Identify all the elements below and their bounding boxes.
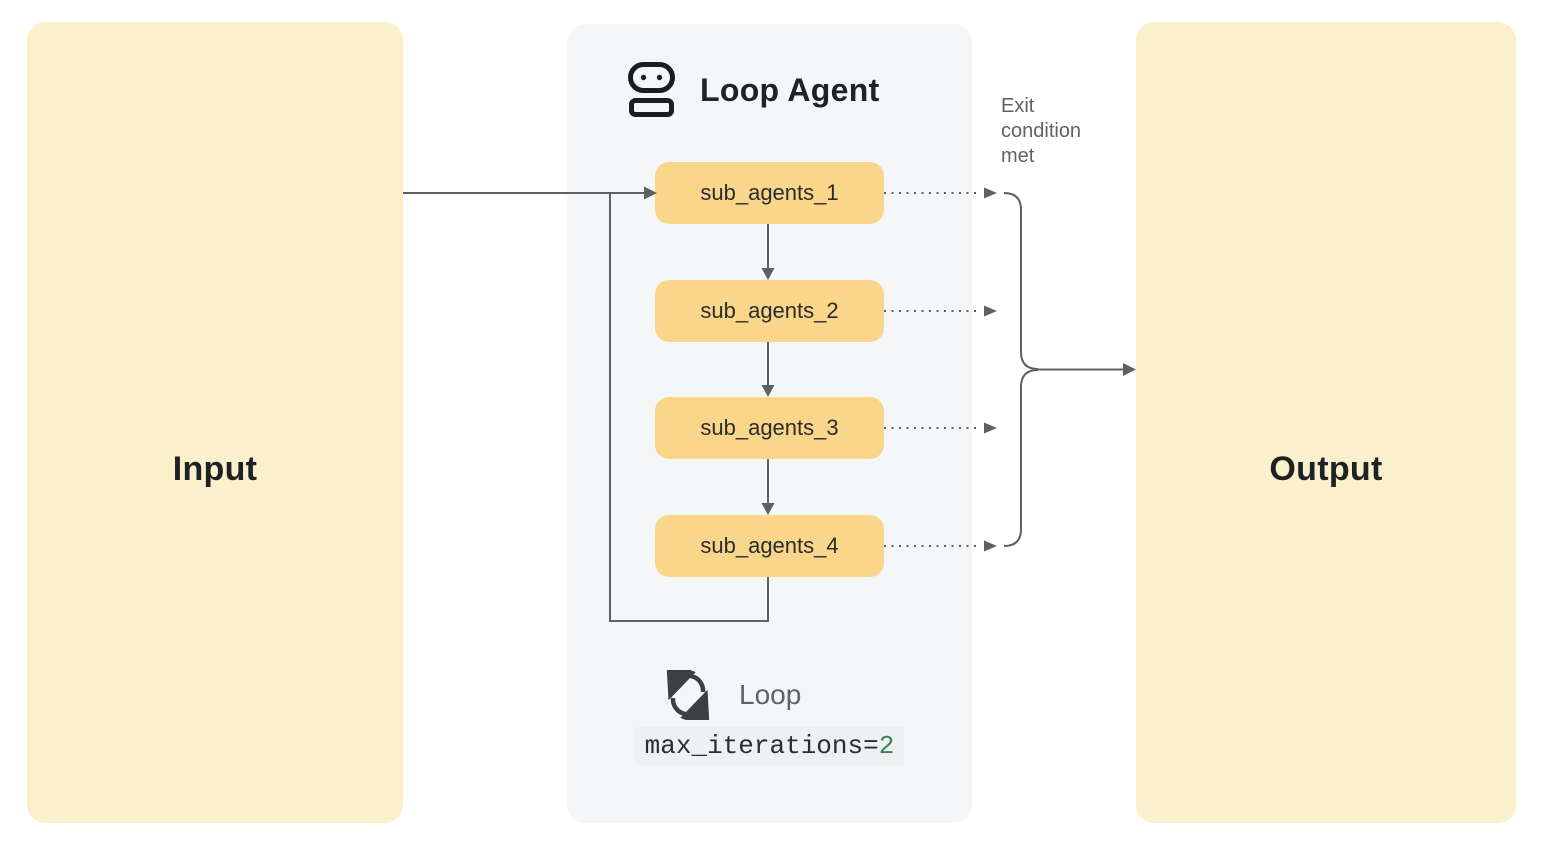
loop-agent-title: Loop Agent [700, 71, 880, 108]
max-iterations-value: 2 [878, 731, 895, 761]
robot-icon [628, 62, 675, 117]
sub-agent-label-1: sub_agents_1 [700, 180, 839, 205]
robot-eye-right [656, 74, 663, 81]
exit-merge-bracket [1003, 192, 1039, 547]
max-iterations-code: max_iterations=2 [634, 727, 905, 765]
sub-agent-label-3: sub_agents_3 [700, 415, 839, 440]
max-iterations-prefix: max_iterations= [644, 731, 879, 761]
sub-agent-label-2: sub_agents_2 [700, 298, 839, 323]
loop-sync-icon [666, 670, 710, 720]
loop-agent-header: Loop Agent [628, 62, 880, 118]
output-box: Output [1136, 22, 1516, 823]
exit-condition-label: Exit condition met [1001, 95, 1082, 167]
sub-agent-label-4: sub_agents_4 [700, 533, 839, 558]
loop-agent-panel: Loop Agent sub_agents_1 sub_agents_2 sub… [567, 24, 972, 823]
sub-agent-box-1: sub_agents_1 [655, 162, 884, 224]
sub-agent-box-3: sub_agents_3 [655, 397, 884, 459]
sub-agent-box-4: sub_agents_4 [655, 515, 884, 577]
output-arrow [1037, 363, 1136, 376]
input-box: Input [27, 22, 403, 823]
output-label: Output [1269, 450, 1383, 488]
loop-footer: Loop [663, 670, 801, 720]
robot-eye-left [640, 74, 647, 81]
input-label: Input [172, 450, 258, 488]
sub-agent-box-2: sub_agents_2 [655, 280, 884, 342]
loop-label: Loop [739, 679, 802, 710]
